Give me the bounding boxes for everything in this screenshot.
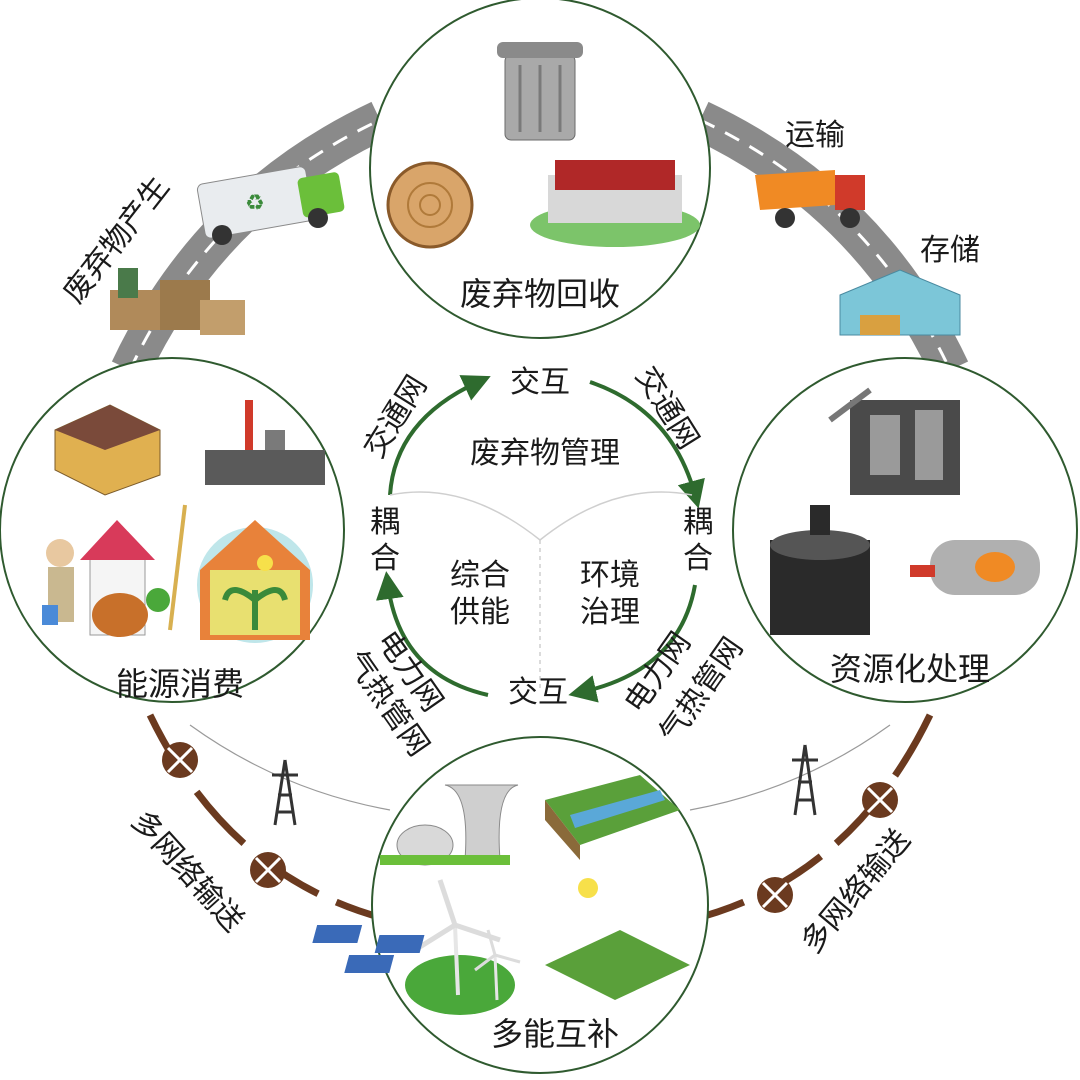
hydro-dam-icon — [545, 775, 680, 860]
center-title: 废弃物管理 — [470, 436, 620, 471]
waste-pile-icon — [110, 268, 245, 335]
green-home-icon — [197, 520, 313, 643]
gasifier-icon — [828, 387, 960, 495]
label-coupling-right-2: 合 — [683, 541, 713, 576]
node-waste-recycling: 废弃物回收 — [369, 0, 711, 339]
farmer-icon — [42, 539, 74, 625]
label-coupling-right-1: 耦 — [683, 505, 713, 540]
pipeline-arc — [146, 713, 934, 924]
boiler-icon — [910, 540, 1040, 595]
cooling-tower-icon — [380, 784, 519, 866]
label-interact-bottom: 交互 — [508, 675, 568, 710]
node-label-resource-processing: 资源化处理 — [830, 650, 990, 688]
warehouse-icon — [839, 269, 961, 336]
landfill-icon — [530, 160, 700, 247]
label-coupling-left-1: 耦 — [370, 505, 400, 540]
wood-log-icon — [386, 161, 474, 249]
stove-icon — [770, 505, 870, 635]
wind-turbine-icon — [405, 879, 521, 1015]
label-multi-network-left: 多网络输送 — [124, 804, 250, 939]
solar-panel-icon — [312, 878, 690, 1000]
label-coupling-left-2: 合 — [370, 541, 400, 576]
node-label-multi-energy: 多能互补 — [491, 1015, 619, 1053]
label-interact-top: 交互 — [510, 365, 570, 400]
power-tower-icon — [272, 744, 818, 826]
label-integrated-energy-1: 综合 — [450, 558, 510, 593]
label-environment-1: 环境 — [580, 558, 640, 593]
label-multi-network-right: 多网络输送 — [794, 823, 917, 960]
label-integrated-energy-2: 供能 — [450, 595, 510, 630]
dump-truck-icon — [755, 170, 865, 228]
node-resource-processing: 资源化处理 — [732, 357, 1078, 703]
trash-can-icon — [497, 42, 583, 141]
node-label-waste-recycling: 废弃物回收 — [460, 275, 620, 313]
center-cycle: 交互 交互 废弃物管理 耦 合 耦 合 综合 供能 环境 治理 交通网 交通网 … — [338, 361, 750, 763]
label-storage: 存储 — [920, 233, 980, 268]
label-environment-2: 治理 — [580, 595, 640, 630]
node-energy-consumption: 能源消费 — [0, 357, 345, 703]
node-multi-energy: 多能互补 — [312, 736, 709, 1074]
garbage-truck-icon: ♻ — [196, 166, 345, 245]
label-transport: 运输 — [785, 118, 845, 153]
house-icon — [80, 504, 187, 637]
building-icon — [54, 404, 161, 496]
svg-text:♻: ♻ — [245, 191, 265, 216]
pipe-valve-icon — [162, 742, 898, 913]
node-label-energy-consumption: 能源消费 — [116, 665, 244, 703]
factory-icon — [205, 400, 325, 485]
